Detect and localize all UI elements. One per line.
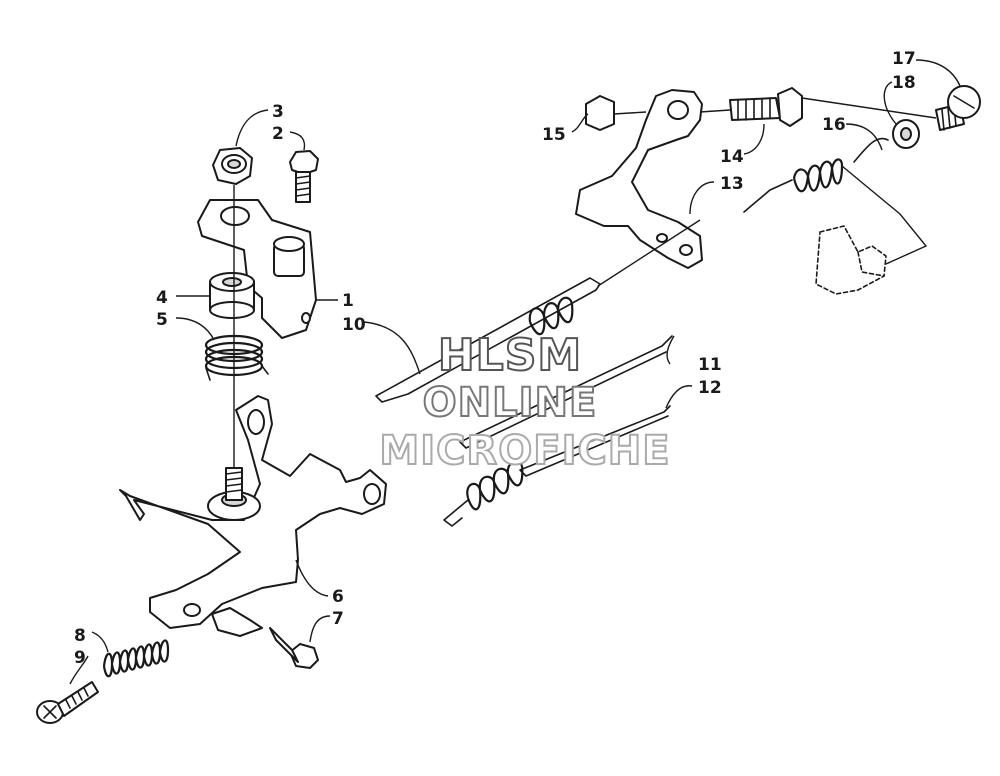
callout-11: 11 bbox=[698, 355, 722, 375]
callout-2: 2 bbox=[272, 124, 284, 144]
callout-8: 8 bbox=[74, 626, 86, 646]
part-15-square-nut bbox=[585, 95, 615, 131]
callout-6: 6 bbox=[332, 587, 344, 607]
watermark-line-1: HLSM bbox=[437, 329, 583, 382]
callout-13: 13 bbox=[720, 174, 744, 194]
part-5-torsion-spring bbox=[204, 334, 269, 381]
callout-7: 7 bbox=[332, 609, 344, 629]
callout-12: 12 bbox=[698, 378, 722, 398]
callout-3: 3 bbox=[272, 102, 284, 122]
part-12-spring-rod bbox=[443, 405, 671, 527]
part-2-bolt bbox=[289, 150, 319, 203]
callout-15: 15 bbox=[542, 125, 566, 145]
callout-16: 16 bbox=[822, 115, 846, 135]
part-1-bracket bbox=[197, 199, 317, 339]
part-3-flange-nut bbox=[212, 147, 253, 185]
watermark-line-3: MICROFICHE bbox=[378, 427, 671, 475]
part-14-bolt bbox=[729, 87, 803, 127]
leader-lines bbox=[69, 59, 961, 685]
watermark-line-2: ONLINE bbox=[422, 379, 598, 427]
part-11-rod bbox=[459, 335, 673, 449]
part-18-washer bbox=[892, 119, 920, 149]
phantom-mount bbox=[815, 165, 928, 295]
callout-1: 1 bbox=[342, 291, 354, 311]
callout-18: 18 bbox=[892, 73, 916, 93]
callout-10: 10 bbox=[342, 315, 366, 335]
part-8-compression-spring bbox=[102, 639, 170, 678]
part-9-screw bbox=[36, 681, 99, 724]
part-7-bolt bbox=[269, 627, 319, 669]
callout-labels: 3 2 4 5 1 10 11 12 13 14 15 16 17 18 6 7… bbox=[74, 49, 916, 668]
callout-9: 9 bbox=[74, 648, 86, 668]
callout-4: 4 bbox=[156, 288, 168, 308]
part-17-bolt bbox=[935, 85, 981, 131]
callout-5: 5 bbox=[156, 310, 168, 330]
part-16-extension-spring bbox=[743, 97, 937, 213]
part-10-spring bbox=[375, 219, 701, 403]
part-13-lever-arm bbox=[575, 89, 731, 269]
part-4-bushing bbox=[209, 272, 255, 319]
callout-17: 17 bbox=[892, 49, 916, 69]
part-6-lever-plate bbox=[119, 395, 387, 637]
callout-14: 14 bbox=[720, 147, 744, 167]
